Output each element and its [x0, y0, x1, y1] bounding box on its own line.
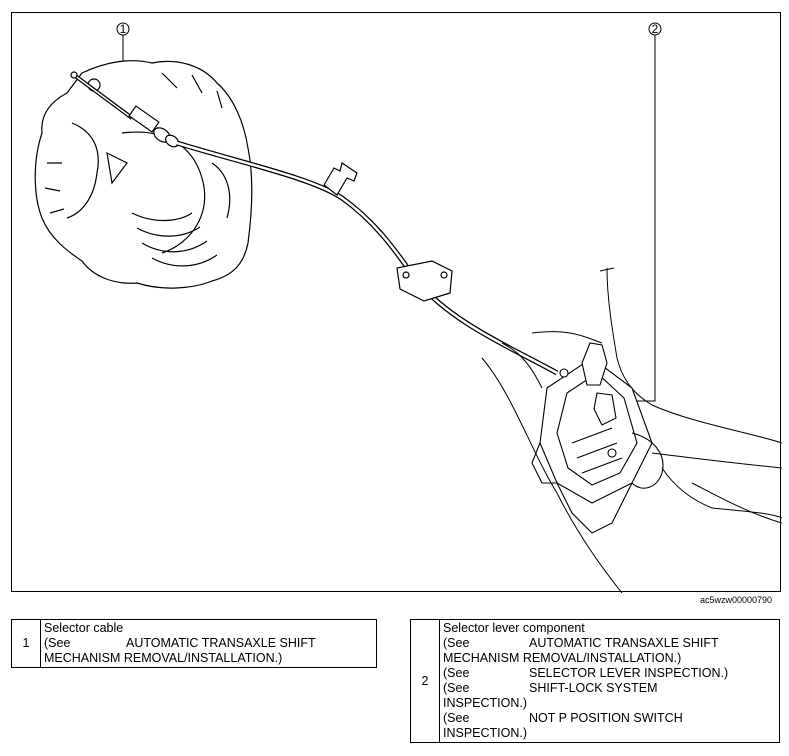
- legend-description: Selector cable (See AUTOMATIC TRANSAXLE S…: [40, 619, 377, 668]
- legend-link-cont[interactable]: MECHANISM REMOVAL/INSTALLATION.): [443, 651, 682, 665]
- legend-see: (See: [443, 636, 470, 650]
- legend-see: (See: [44, 636, 71, 650]
- callout-1-label: 1: [120, 22, 127, 36]
- legend-see: (See: [443, 711, 470, 725]
- diagram-figure: 1 2: [11, 12, 782, 593]
- transaxle-housing: [34, 60, 253, 289]
- figure-code: ac5wzw00000790: [700, 595, 773, 605]
- console-outline: [481, 267, 782, 593]
- legend-number: 2: [410, 619, 440, 743]
- legend-table-1: 1 Selector cable (See AUTOMATIC TRANSAXLE…: [11, 619, 377, 668]
- legend-link[interactable]: AUTOMATIC TRANSAXLE SHIFT: [529, 636, 719, 650]
- diagram-drawing: 1 2: [34, 22, 782, 593]
- callout-2-label: 2: [652, 22, 659, 36]
- legend-description: Selector lever component (See AUTOMATIC T…: [439, 619, 780, 743]
- cable-end-fitting: [70, 71, 180, 148]
- selector-lever-assembly: [531, 342, 664, 534]
- callout-2: 2: [632, 22, 662, 402]
- cable-bracket: [323, 162, 453, 302]
- legend-link-cont[interactable]: INSPECTION.): [443, 696, 528, 710]
- legend-link-cont[interactable]: INSPECTION.): [443, 726, 528, 740]
- legend-number: 1: [11, 619, 41, 668]
- legend-table-2: 2 Selector lever component (See AUTOMATIC…: [410, 619, 780, 743]
- legend-see: (See: [443, 666, 470, 680]
- legend-link[interactable]: NOT P POSITION SWITCH: [529, 711, 683, 725]
- legend-link[interactable]: SHIFT-LOCK SYSTEM: [529, 681, 658, 695]
- legend-title: Selector cable: [44, 621, 124, 635]
- legend-link-cont[interactable]: MECHANISM REMOVAL/INSTALLATION.): [44, 651, 283, 665]
- selector-cable: [176, 140, 559, 376]
- legend-link[interactable]: SELECTOR LEVER INSPECTION.): [529, 666, 729, 680]
- legend-see: (See: [443, 681, 470, 695]
- legend-link[interactable]: AUTOMATIC TRANSAXLE SHIFT: [126, 636, 316, 650]
- legend-title: Selector lever component: [443, 621, 585, 635]
